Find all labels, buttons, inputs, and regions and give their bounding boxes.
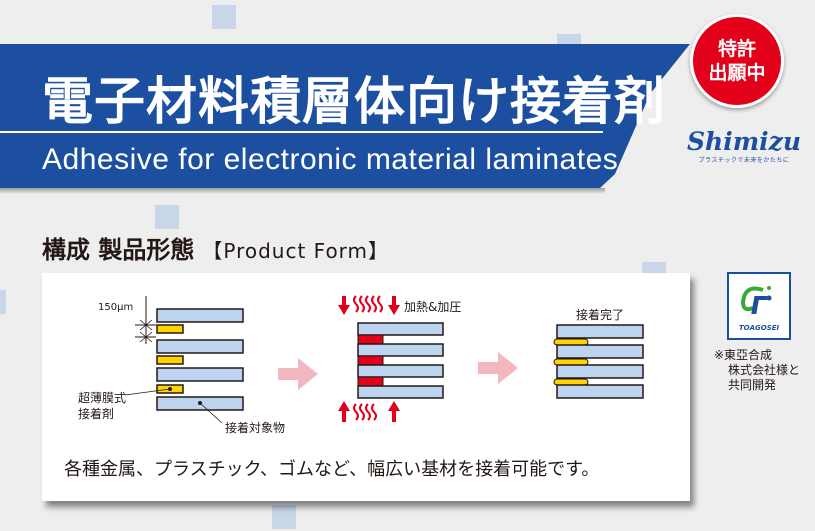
brand-tagline: プラスチックで未来をかたちに: [698, 157, 790, 164]
accent-tile: [212, 5, 236, 29]
bonded-label: 接着完了: [576, 308, 625, 322]
patent-badge-line1: 特許: [717, 38, 756, 60]
step2-heat-press-icon: [338, 295, 444, 422]
title-english: Adhesive for electronic material laminat…: [42, 143, 619, 176]
section-title-en: 【Product Form】: [202, 239, 390, 263]
brand-logo: Shimizu プラスチックで未来をかたちに: [684, 128, 804, 166]
target-material-label: 接着対象物: [225, 421, 286, 435]
patent-badge-line2: 出願中: [708, 62, 766, 84]
product-description: 各種金属、プラスチック、ゴムなど、幅広い基材を接着可能です。: [64, 459, 600, 480]
step3-bonded-stack-icon: [553, 324, 644, 399]
thickness-label: 150μm: [98, 302, 134, 313]
arrow-right-icon: [278, 358, 318, 390]
collaboration-note: ※東亞合成 株式会社様と 共同開発: [714, 348, 800, 393]
arrow-right-icon: [478, 352, 518, 384]
accent-tile: [155, 205, 179, 229]
partner-logo: TOAGOSEI: [727, 272, 791, 340]
title-japanese: 電子材料積層体向け接着剤: [42, 73, 667, 132]
section-title-jp: 構成 製品形態: [42, 236, 195, 264]
collab-note-line1: ※東亞合成: [714, 348, 773, 362]
banner-shadow: [0, 188, 605, 194]
brand-name: Shimizu: [686, 127, 802, 156]
header-banner: [0, 44, 690, 188]
collab-note-line2: 株式会社様と: [728, 363, 801, 377]
adhesive-label-line2: 接着剤: [78, 407, 115, 421]
adhesive-label-line1: 超薄膜式: [78, 391, 127, 405]
partner-logo-text: TOAGOSEI: [738, 324, 780, 332]
patent-pending-badge: 特許 出願中: [690, 14, 784, 108]
title-divider: [0, 131, 603, 133]
toagosei-logo-icon: [740, 286, 772, 314]
collab-note-line3: 共同開発: [728, 378, 777, 392]
accent-tile: [0, 290, 6, 314]
accent-tile: [272, 505, 296, 529]
heat-press-label: 加熱&加圧: [404, 300, 462, 314]
step1-stack-icon: [124, 296, 244, 424]
section-heading: 構成 製品形態【Product Form】: [42, 230, 389, 265]
